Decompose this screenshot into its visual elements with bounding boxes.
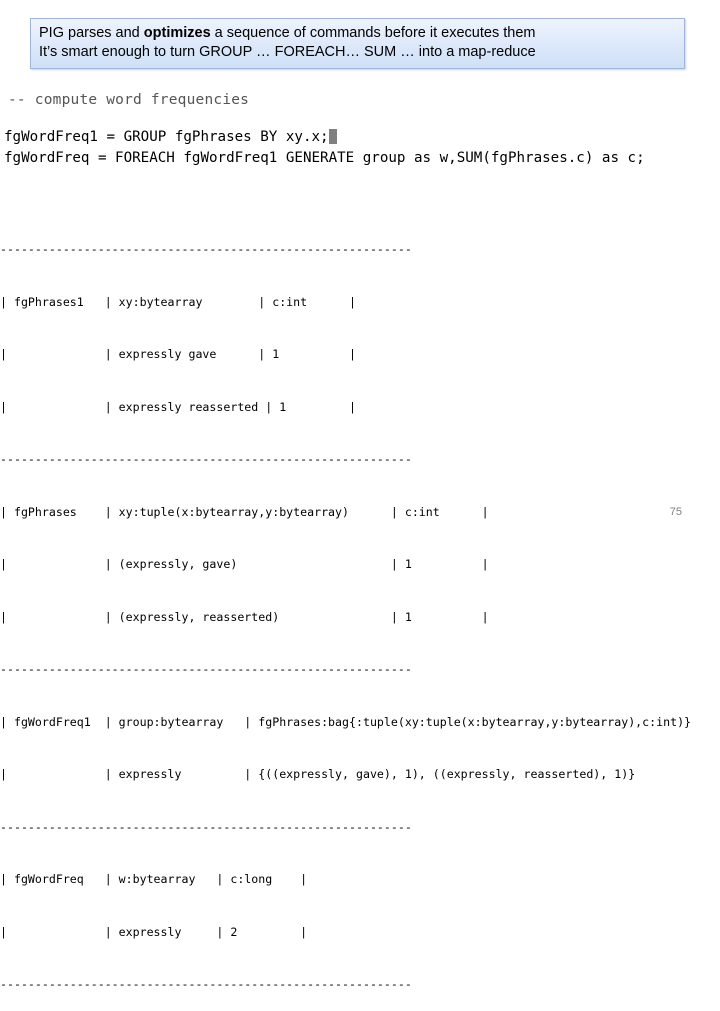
dump-line: ----------------------------------------… xyxy=(0,977,412,991)
code-commands: fgWordFreq1 = GROUP fgPhrases BY xy.x; f… xyxy=(4,127,645,169)
dump-line: | fgPhrases | xy:tuple(x:bytearray,y:byt… xyxy=(0,504,489,519)
schema-dump: ----------------------------------------… xyxy=(0,206,720,1011)
dump-line: | | (expressly, gave) | 1 | xyxy=(0,557,489,571)
dump-line: | fgWordFreq1 | group:bytearray | fgPhra… xyxy=(0,714,692,729)
dump-line: ----------------------------------------… xyxy=(0,242,412,256)
dump-line: | | (expressly, reasserted) | 1 | xyxy=(0,609,489,624)
callout-line-1-bold: optimizes xyxy=(143,25,211,41)
code-line-group-text: fgWordFreq1 = GROUP fgPhrases BY xy.x; xyxy=(4,129,329,145)
dump-line: ----------------------------------------… xyxy=(0,662,412,676)
callout-line-1-post: a sequence of commands before it execute… xyxy=(210,25,536,41)
callout-line-1: PIG parses and optimizes a sequence of c… xyxy=(39,24,676,43)
dump-line: ----------------------------------------… xyxy=(0,819,412,834)
dump-line: | | expressly | 2 | xyxy=(0,924,308,939)
code-line-foreach: fgWordFreq = FOREACH fgWordFreq1 GENERAT… xyxy=(4,150,645,166)
dump-line: ----------------------------------------… xyxy=(0,452,412,466)
text-cursor xyxy=(328,129,337,144)
callout-banner: PIG parses and optimizes a sequence of c… xyxy=(30,18,685,69)
dump-line: | | expressly | {((expressly, gave), 1),… xyxy=(0,767,636,781)
code-comment: -- compute word frequencies xyxy=(8,92,250,108)
page-number: 75 xyxy=(669,506,682,518)
dump-line: | | expressly gave | 1 | xyxy=(0,347,356,361)
code-line-group: fgWordFreq1 = GROUP fgPhrases BY xy.x; xyxy=(4,127,645,148)
dump-line: | fgPhrases1 | xy:bytearray | c:int | xyxy=(0,294,356,309)
dump-line: | fgWordFreq | w:bytearray | c:long | xyxy=(0,872,308,886)
dump-line: | | expressly reasserted | 1 | xyxy=(0,399,356,414)
callout-line-2: It’s smart enough to turn GROUP … FOREAC… xyxy=(39,44,536,60)
callout-line-1-pre: PIG parses and xyxy=(39,25,144,41)
